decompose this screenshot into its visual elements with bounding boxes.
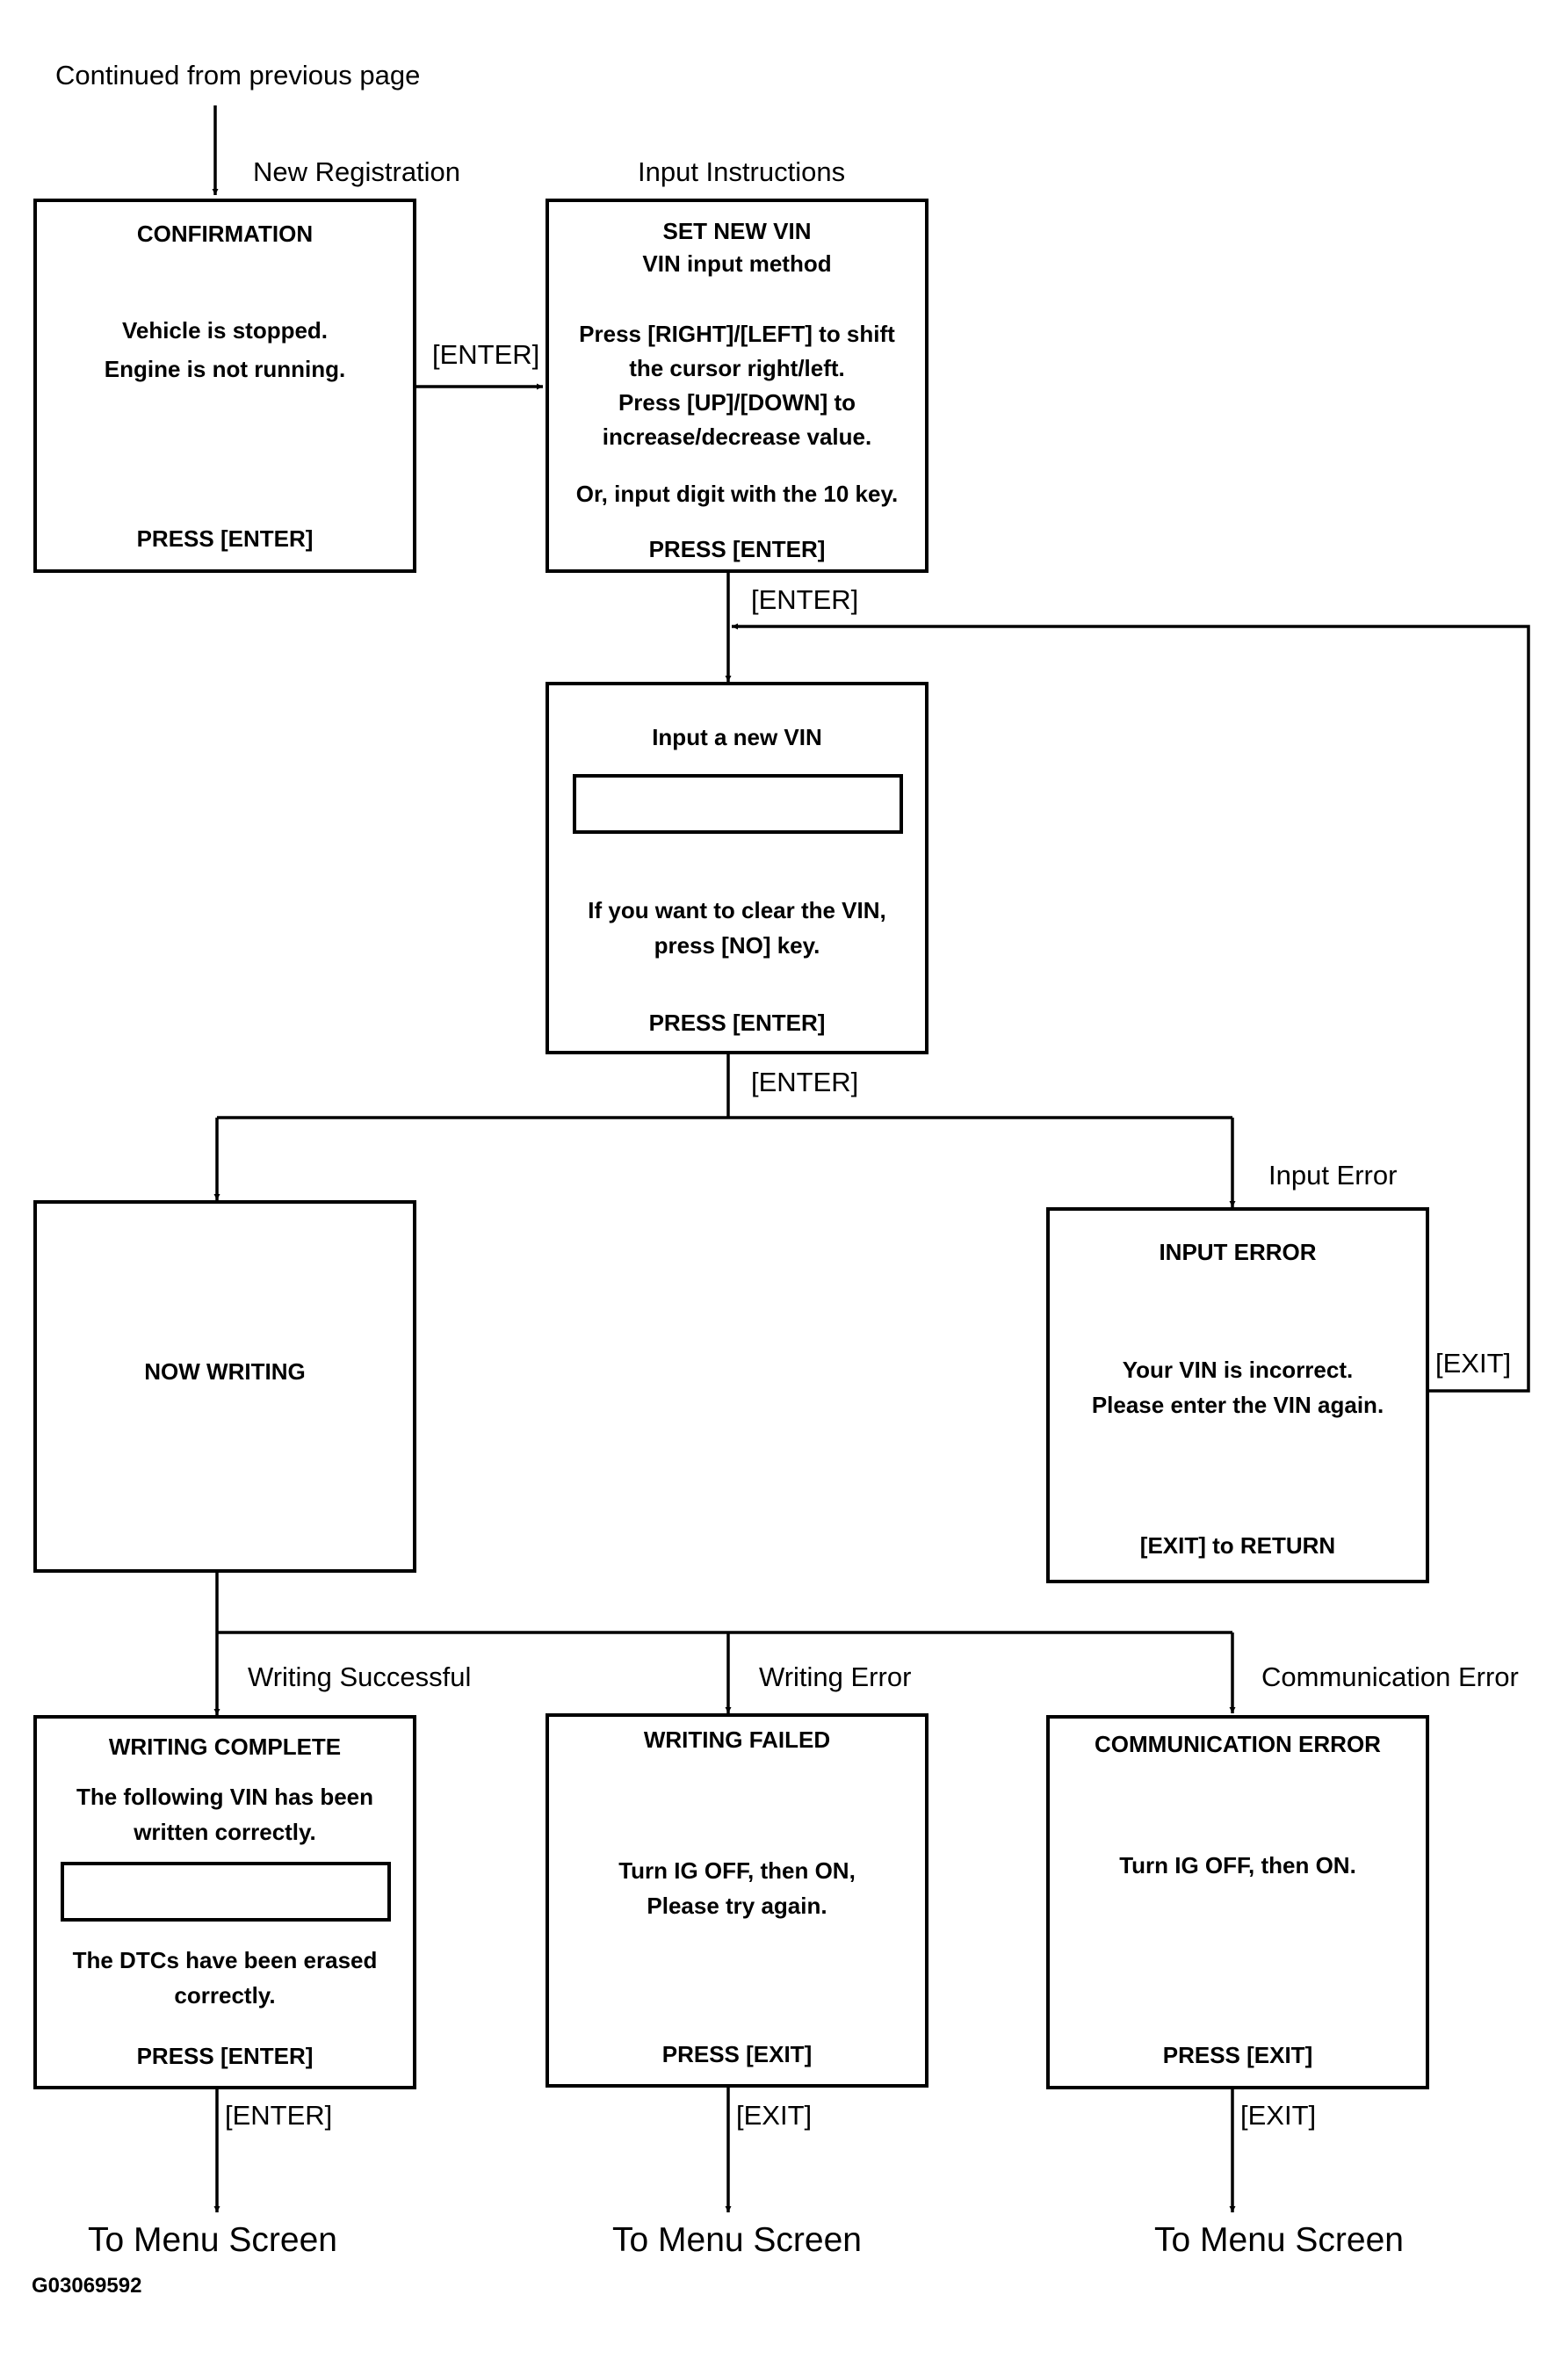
input-vin-line2: press [NO] key. — [654, 932, 820, 959]
writing-complete-title: WRITING COMPLETE — [108, 1734, 342, 1760]
confirmation-line1: Vehicle is stopped. — [121, 317, 329, 344]
communication-error-footer: PRESS [EXIT] — [1162, 2042, 1313, 2068]
communication-error-title: COMMUNICATION ERROR — [1095, 1731, 1381, 1757]
confirmation-screen: CONFIRMATION Vehicle is stopped. Engine … — [33, 199, 416, 573]
set-new-vin-screen: SET NEW VIN VIN input method Press [RIGH… — [546, 199, 929, 573]
exit-label-1: [EXIT] — [736, 2100, 813, 2131]
confirmation-title: CONFIRMATION — [136, 221, 314, 247]
set-vin-subtitle: VIN input method — [642, 250, 832, 277]
exit-loop-label: [EXIT] — [1435, 1348, 1512, 1379]
writing-complete-line1: The following VIN has been — [76, 1784, 374, 1810]
set-vin-line5: Or, input digit with the 10 key. — [575, 481, 899, 507]
set-vin-line1: Press [RIGHT]/[LEFT] to shift — [579, 321, 895, 347]
communication-error-line1: Turn IG OFF, then ON. — [1119, 1852, 1356, 1878]
writing-complete-footer: PRESS [ENTER] — [136, 2043, 314, 2069]
enter-label-3: [ENTER] — [751, 1067, 859, 1097]
input-error-title: INPUT ERROR — [1159, 1239, 1317, 1265]
writing-failed-line2: Please try again. — [647, 1893, 827, 1919]
written-vin-field — [61, 1862, 391, 1922]
writing-failed-footer: PRESS [EXIT] — [661, 2041, 813, 2067]
writing-failed-title: WRITING FAILED — [643, 1726, 831, 1753]
writing-complete-line3: The DTCs have been erased — [72, 1947, 378, 1973]
exit-loop-line — [732, 623, 1530, 1393]
enter-label-4: [ENTER] — [225, 2100, 333, 2131]
enter-label-2: [ENTER] — [751, 584, 859, 615]
set-vin-footer: PRESS [ENTER] — [648, 536, 826, 562]
to-menu-screen-right: To Menu Screen — [1154, 2221, 1404, 2259]
input-vin-line1: If you want to clear the VIN, — [588, 897, 886, 923]
writing-error-label: Writing Error — [759, 1661, 912, 1692]
figure-id: G03069592 — [32, 2274, 142, 2298]
set-vin-line2: the cursor right/left. — [629, 355, 845, 381]
vin-input-field — [573, 774, 903, 834]
to-menu-screen-left: To Menu Screen — [88, 2221, 337, 2259]
communication-error-label: Communication Error — [1261, 1661, 1519, 1692]
input-instructions-label: Input Instructions — [638, 156, 846, 187]
communication-error-screen: COMMUNICATION ERROR Turn IG OFF, then ON… — [1046, 1715, 1429, 2089]
confirmation-footer: PRESS [ENTER] — [136, 525, 314, 552]
writing-complete-screen: WRITING COMPLETE The following VIN has b… — [33, 1715, 416, 2089]
writing-failed-screen: WRITING FAILED Turn IG OFF, then ON, Ple… — [546, 1713, 929, 2088]
set-vin-line4: increase/decrease value. — [602, 423, 872, 450]
input-error-screen: INPUT ERROR Your VIN is incorrect. Pleas… — [1046, 1207, 1429, 1583]
to-menu-screen-center: To Menu Screen — [612, 2221, 862, 2259]
input-vin-screen: Input a new VIN If you want to clear the… — [546, 682, 929, 1054]
writing-failed-line1: Turn IG OFF, then ON, — [618, 1857, 856, 1884]
continued-label: Continued from previous page — [55, 60, 421, 90]
input-vin-footer: PRESS [ENTER] — [648, 1010, 826, 1036]
input-error-footer: [EXIT] to RETURN — [1139, 1532, 1336, 1559]
set-vin-title: SET NEW VIN — [662, 218, 812, 244]
input-error-line2: Please enter the VIN again. — [1091, 1392, 1384, 1418]
new-registration-label: New Registration — [253, 156, 461, 187]
now-writing-screen: NOW WRITING — [33, 1200, 416, 1573]
input-error-label: Input Error — [1268, 1160, 1398, 1191]
enter-label-1: [ENTER] — [432, 339, 540, 370]
writing-complete-line4: correctly. — [174, 1982, 276, 2009]
confirmation-line2: Engine is not running. — [104, 356, 346, 382]
exit-label-2: [EXIT] — [1240, 2100, 1317, 2131]
writing-successful-label: Writing Successful — [248, 1661, 472, 1692]
now-writing-title: NOW WRITING — [144, 1358, 306, 1385]
set-vin-line3: Press [UP]/[DOWN] to — [618, 389, 856, 416]
input-error-line1: Your VIN is incorrect. — [1122, 1357, 1354, 1383]
writing-complete-line2: written correctly. — [134, 1819, 316, 1845]
input-vin-title: Input a new VIN — [652, 724, 822, 750]
